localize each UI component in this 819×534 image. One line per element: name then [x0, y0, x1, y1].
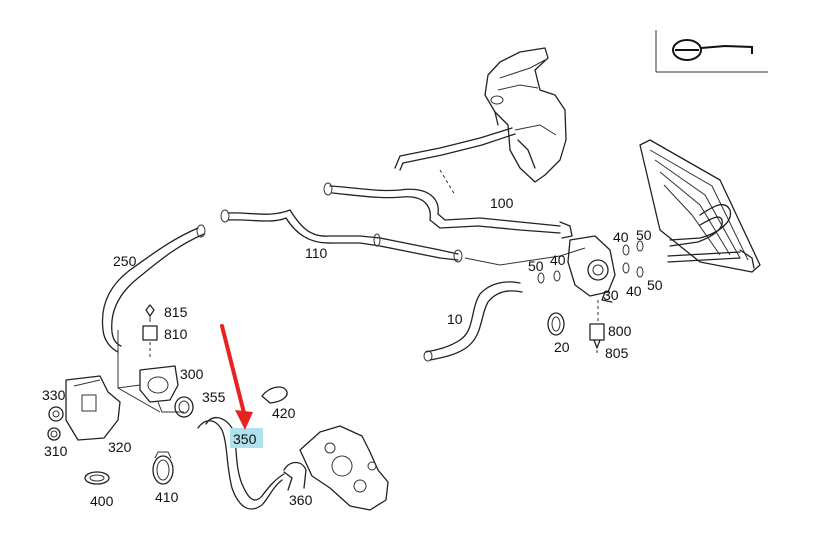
- callout-810[interactable]: 810: [164, 326, 188, 342]
- water-pump-housing: [283, 425, 389, 511]
- clamp-400: [84, 471, 110, 485]
- bracket-320: [65, 375, 121, 441]
- pump-300: [117, 365, 184, 413]
- callout-330[interactable]: 330: [42, 387, 66, 403]
- bracket-420: [261, 386, 288, 404]
- callout-100[interactable]: 100: [490, 195, 514, 211]
- o-rings: [537, 240, 644, 284]
- callout-815[interactable]: 815: [164, 304, 188, 320]
- heater-valve: [567, 235, 616, 356]
- hose-350: [197, 417, 293, 510]
- callout-400[interactable]: 400: [90, 493, 114, 509]
- callout-10[interactable]: 10: [447, 311, 463, 327]
- callout-40-b[interactable]: 40: [613, 229, 629, 245]
- callout-50-a[interactable]: 50: [528, 258, 544, 274]
- callout-350[interactable]: 350: [233, 431, 257, 447]
- callout-30[interactable]: 30: [603, 287, 619, 303]
- callout-20[interactable]: 20: [554, 339, 570, 355]
- heater-core: [639, 139, 761, 273]
- callout-320[interactable]: 320: [108, 439, 132, 455]
- nut-330: [48, 406, 64, 422]
- callout-110[interactable]: 110: [305, 245, 328, 261]
- clamp-355: [174, 396, 194, 418]
- sensor-815-810: [142, 304, 158, 360]
- callout-250[interactable]: 250: [113, 253, 137, 269]
- callout-310[interactable]: 310: [44, 443, 68, 459]
- callout-50-c[interactable]: 50: [647, 277, 663, 293]
- callout-420[interactable]: 420: [272, 405, 296, 421]
- callout-350-highlight: [230, 428, 263, 448]
- callout-360[interactable]: 360: [289, 492, 313, 508]
- seal-20: [547, 312, 565, 336]
- hose-110: [220, 209, 586, 266]
- callout-300[interactable]: 300: [180, 366, 204, 382]
- callout-355[interactable]: 355: [202, 389, 226, 405]
- hose-100: [323, 127, 573, 239]
- callout-800[interactable]: 800: [608, 323, 632, 339]
- clamp-410: [152, 451, 174, 485]
- callout-410[interactable]: 410: [155, 489, 179, 505]
- expansion-tank: [484, 47, 567, 183]
- inset-symbol-box: [655, 30, 768, 73]
- hose-10: [423, 281, 523, 362]
- nut-310: [47, 427, 61, 441]
- callout-50-b[interactable]: 50: [636, 227, 652, 243]
- callout-40-c[interactable]: 40: [626, 283, 642, 299]
- callout-40-a[interactable]: 40: [550, 252, 566, 268]
- hose-clamp-symbol-icon: [672, 39, 753, 61]
- callout-805[interactable]: 805: [605, 345, 629, 361]
- red-arrow-icon: [220, 324, 253, 430]
